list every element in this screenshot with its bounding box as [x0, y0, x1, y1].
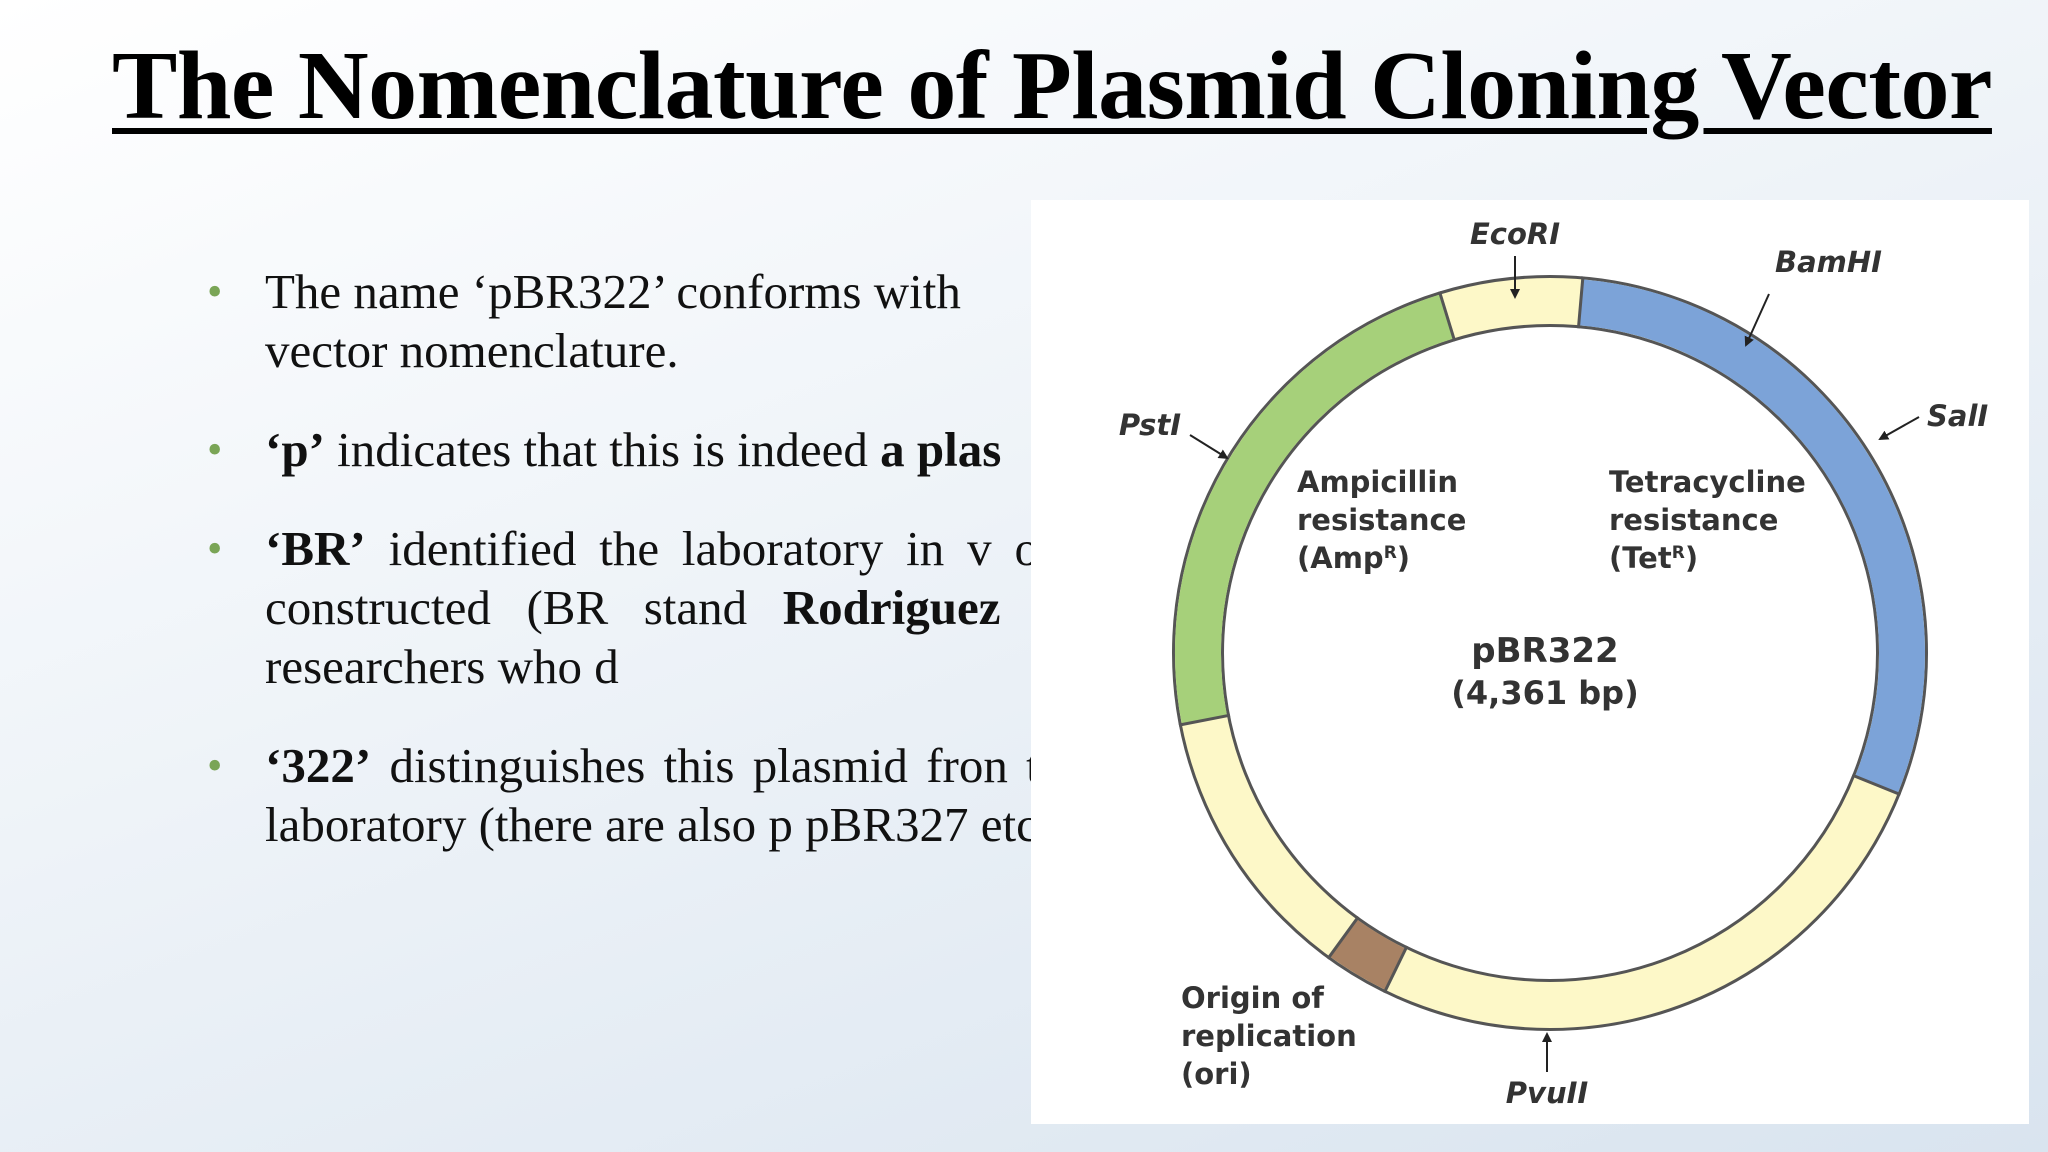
ring-segment-amp: [1175, 294, 1454, 725]
segment-divider: [1326, 915, 1360, 960]
bullet-term: a plas: [880, 422, 1002, 477]
tet-label-line2: resistance: [1609, 503, 1778, 537]
bullet-text: indicates that this is indeed: [324, 422, 881, 477]
site-label-psti: PstI: [1119, 408, 1181, 442]
ori-label-line1: Origin of: [1181, 981, 1324, 1015]
bullet-term: Rodriguez: [782, 580, 1001, 635]
bullet-item-p: ‘p’ indicates that this is indeed a plas: [205, 420, 1205, 479]
tet-label-line1: Tetracycline: [1609, 465, 1806, 499]
amp-label-abbr: (Amp: [1297, 541, 1384, 575]
ori-label-line2: replication: [1181, 1019, 1357, 1053]
segment-divider: [1178, 713, 1231, 727]
plasmid-map-figure: EcoRI BamHI SalI PstI PvuII Ampicillin r…: [1031, 200, 2029, 1124]
bullet-text: The name ‘pBR322’ conforms with: [265, 264, 961, 319]
arrow-psti: [1189, 434, 1229, 460]
ring-segment-tet: [1578, 279, 1925, 794]
amp-label-sup: R: [1384, 543, 1397, 563]
bullet-term: ‘BR’: [265, 521, 366, 576]
tet-label-sup: R: [1672, 543, 1685, 563]
arrow-bamhi: [1744, 293, 1770, 347]
segment-divider: [1382, 945, 1409, 994]
plasmid-map: EcoRI BamHI SalI PstI PvuII Ampicillin r…: [1119, 217, 1989, 1110]
plasmid-name: pBR322: [1471, 631, 1618, 671]
ring-segment-ori: [1329, 918, 1407, 991]
site-label-sali: SalI: [1927, 399, 1988, 433]
segment-divider: [1851, 773, 1902, 796]
site-label-bamhi: BamHI: [1775, 245, 1882, 279]
bullet-text: vector nomenclature.: [265, 323, 679, 378]
site-label-pvuii: PvuII: [1506, 1076, 1589, 1110]
bullet-term: ‘322’: [265, 738, 372, 793]
arrow-sali: [1878, 416, 1920, 440]
amp-label-line2: resistance: [1297, 503, 1466, 537]
slide-title: The Nomenclature of Plasmid Cloning Vect…: [112, 32, 1992, 140]
site-label-ecori: EcoRI: [1470, 217, 1560, 251]
tet-label-close: ): [1685, 541, 1698, 575]
amp-label-close: ): [1397, 541, 1410, 575]
amp-label-line1: Ampicillin: [1297, 465, 1458, 499]
segment-divider: [1576, 276, 1585, 329]
amp-label-line3: (AmpR): [1297, 541, 1410, 575]
bullet-item-name: The name ‘pBR322’ conforms with vector n…: [205, 262, 1205, 380]
segment-divider: [1438, 291, 1457, 342]
plasmid-size: (4,361 bp): [1451, 674, 1638, 712]
bullet-item-br: ‘BR’ identified the laboratory in v orig…: [205, 519, 1205, 696]
ori-label-line3: (ori): [1181, 1057, 1252, 1091]
bullet-term: ‘p’: [265, 422, 325, 477]
tet-label-abbr: (Tet: [1609, 541, 1672, 575]
tet-label-line3: (TetR): [1609, 541, 1698, 575]
